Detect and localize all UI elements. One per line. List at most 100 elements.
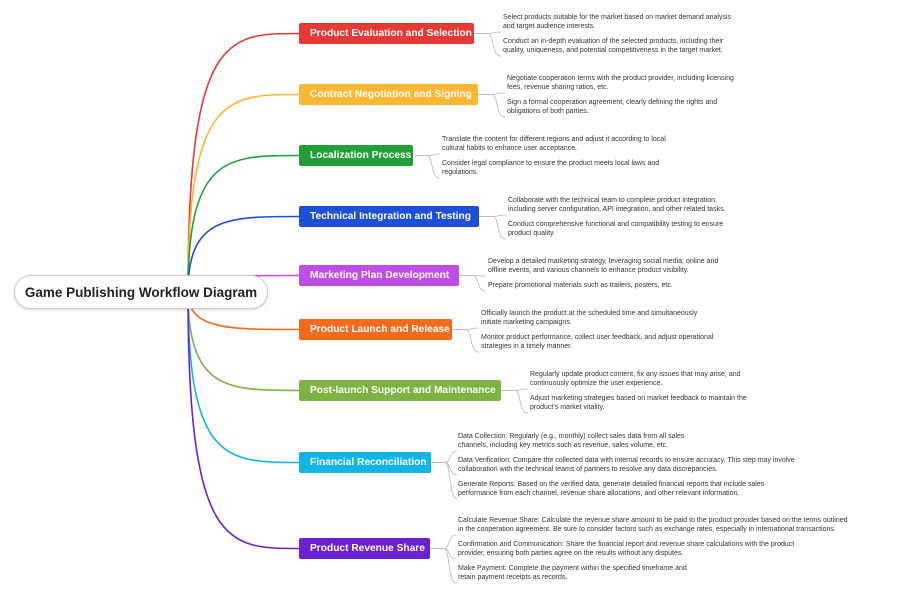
detail-connector bbox=[430, 548, 457, 560]
branch-connector bbox=[187, 93, 300, 293]
detail-line: in the cooperation agreement. Be sure to… bbox=[458, 526, 836, 533]
detail-text: Negotiate cooperation terms with the pro… bbox=[507, 74, 734, 92]
branch-title: Marketing Plan Development bbox=[310, 270, 450, 281]
detail-line: and target audience interests. bbox=[503, 23, 596, 30]
branch-node-revenue-share[interactable]: Product Revenue Share bbox=[299, 538, 430, 559]
detail-connector bbox=[430, 548, 457, 584]
detail-line: Conduct comprehensive functional and com… bbox=[508, 221, 724, 228]
detail-line: product’s market vitality. bbox=[530, 404, 605, 411]
detail-line: collaboration with the technical teams o… bbox=[458, 466, 718, 473]
detail-connector bbox=[478, 94, 505, 118]
detail-line: Make Payment: Complete the payment withi… bbox=[458, 565, 687, 572]
detail-line: Monitor product performance, collect use… bbox=[481, 334, 714, 341]
detail-connector bbox=[431, 450, 458, 463]
branch-node-marketing-plan[interactable]: Marketing Plan Development bbox=[299, 265, 459, 286]
detail-connector bbox=[459, 275, 486, 292]
detail-connector bbox=[474, 33, 501, 57]
detail-text: Confirmation and Communication: Share th… bbox=[458, 540, 794, 558]
detail-text: Officially launch the product at the sch… bbox=[481, 309, 697, 327]
branch-node-product-evaluation[interactable]: Product Evaluation and Selection bbox=[299, 23, 474, 44]
branch-connector bbox=[187, 291, 300, 550]
branch-node-localization[interactable]: Localization Process bbox=[299, 145, 413, 166]
detail-text: Monitor product performance, collect use… bbox=[481, 333, 713, 351]
detail-line: Prepare promotional materials such as tr… bbox=[488, 282, 673, 289]
detail-line: Calculate Revenue Share: Calculate the r… bbox=[458, 517, 848, 524]
branch-title: Technical Integration and Testing bbox=[310, 211, 471, 222]
detail-text: Prepare promotional materials such as tr… bbox=[488, 281, 673, 290]
detail-text: Adjust marketing strategies based on mar… bbox=[530, 394, 747, 412]
detail-line: Sign a formal cooperation agreement, cle… bbox=[507, 99, 718, 106]
branch-connector bbox=[187, 215, 300, 293]
detail-line: retain payment receipts as records. bbox=[458, 574, 568, 581]
branch-connector bbox=[187, 291, 300, 464]
root-node[interactable]: Game Publishing Workflow Diagram bbox=[14, 275, 268, 309]
branch-title: Product Revenue Share bbox=[310, 543, 425, 554]
detail-text: Collaborate with the technical team to c… bbox=[508, 196, 726, 214]
detail-line: Select products suitable for the market … bbox=[503, 14, 732, 21]
detail-line: provider, ensuring both parties agree on… bbox=[458, 550, 684, 557]
branch-title: Post-launch Support and Maintenance bbox=[310, 385, 496, 396]
detail-line: Regularly update product content, fix an… bbox=[530, 371, 741, 378]
detail-text: Translate the content for different regi… bbox=[442, 135, 666, 153]
detail-text: Calculate Revenue Share: Calculate the r… bbox=[458, 516, 848, 534]
detail-text: Regularly update product content, fix an… bbox=[530, 370, 741, 388]
detail-line: Consider legal compliance to ensure the … bbox=[442, 160, 660, 167]
branch-node-technical-integration[interactable]: Technical Integration and Testing bbox=[299, 206, 479, 227]
root-title: Game Publishing Workflow Diagram bbox=[24, 284, 258, 300]
detail-line: strategies in a timely manner. bbox=[481, 343, 573, 350]
detail-connector bbox=[479, 216, 506, 240]
detail-connector bbox=[430, 534, 457, 549]
detail-line: Negotiate cooperation terms with the pro… bbox=[507, 75, 734, 82]
detail-line: initiate marketing campaigns. bbox=[481, 319, 572, 326]
detail-line: offline events, and various channels to … bbox=[488, 267, 689, 274]
detail-line: regulations. bbox=[442, 169, 479, 176]
detail-text: Conduct comprehensive functional and com… bbox=[508, 220, 723, 238]
detail-line: continuously optimize the user experienc… bbox=[530, 380, 663, 387]
detail-line: cultural habits to enhance user acceptan… bbox=[442, 145, 578, 152]
detail-connector bbox=[501, 390, 528, 414]
branch-node-financial-reconciliation[interactable]: Financial Reconciliation bbox=[299, 452, 431, 473]
detail-text: Data Verification: Compare the collected… bbox=[458, 456, 795, 474]
branch-connector bbox=[187, 291, 300, 392]
branch-title: Product Launch and Release bbox=[310, 324, 450, 335]
branch-node-contract-negotiation[interactable]: Contract Negotiation and Signing bbox=[299, 84, 478, 105]
detail-line: Conduct an in-depth evaluation of the se… bbox=[503, 38, 724, 45]
detail-line: obligations of both parties. bbox=[507, 108, 589, 115]
branch-connector bbox=[187, 154, 300, 293]
detail-line: Develop a detailed marketing strategy, l… bbox=[488, 258, 719, 265]
branch-title: Localization Process bbox=[310, 150, 412, 161]
branch-connector bbox=[187, 32, 300, 293]
detail-connector bbox=[431, 462, 458, 476]
detail-text: Select products suitable for the market … bbox=[503, 13, 731, 31]
branch-node-product-launch[interactable]: Product Launch and Release bbox=[299, 319, 452, 340]
detail-text: Data Collection: Regularly (e.g., monthl… bbox=[458, 432, 684, 450]
detail-line: Collaborate with the technical team to c… bbox=[508, 197, 717, 204]
detail-line: Adjust marketing strategies based on mar… bbox=[530, 395, 747, 402]
detail-connector bbox=[413, 155, 440, 179]
detail-text: Sign a formal cooperation agreement, cle… bbox=[507, 98, 717, 116]
detail-text: Consider legal compliance to ensure the … bbox=[442, 159, 659, 177]
branch-node-post-launch-support[interactable]: Post-launch Support and Maintenance bbox=[299, 380, 501, 401]
detail-connector bbox=[431, 462, 458, 500]
detail-line: Generate Reports: Based on the verified … bbox=[458, 481, 765, 488]
detail-line: product quality. bbox=[508, 230, 555, 237]
detail-line: quality, uniqueness, and potential compe… bbox=[503, 47, 723, 54]
detail-line: fees, revenue sharing ratios, etc. bbox=[507, 84, 609, 91]
detail-text: Generate Reports: Based on the verified … bbox=[458, 480, 764, 498]
detail-line: Officially launch the product at the sch… bbox=[481, 310, 698, 317]
detail-text: Conduct an in-depth evaluation of the se… bbox=[503, 37, 723, 55]
detail-connector bbox=[452, 329, 479, 353]
branch-title: Financial Reconciliation bbox=[310, 457, 427, 468]
detail-line: Data Verification: Compare the collected… bbox=[458, 457, 795, 464]
branch-title: Product Evaluation and Selection bbox=[310, 28, 472, 39]
detail-line: channels, including key metrics such as … bbox=[458, 442, 669, 449]
detail-line: Confirmation and Communication: Share th… bbox=[458, 541, 795, 548]
detail-line: Data Collection: Regularly (e.g., monthl… bbox=[458, 433, 685, 440]
branch-title: Contract Negotiation and Signing bbox=[310, 89, 472, 100]
detail-text: Develop a detailed marketing strategy, l… bbox=[488, 257, 718, 275]
detail-line: including server configuration, API inte… bbox=[508, 206, 726, 213]
detail-line: performance from each channel, revenue s… bbox=[458, 490, 740, 497]
detail-line: Translate the content for different regi… bbox=[442, 136, 666, 143]
detail-text: Make Payment: Complete the payment withi… bbox=[458, 564, 687, 582]
